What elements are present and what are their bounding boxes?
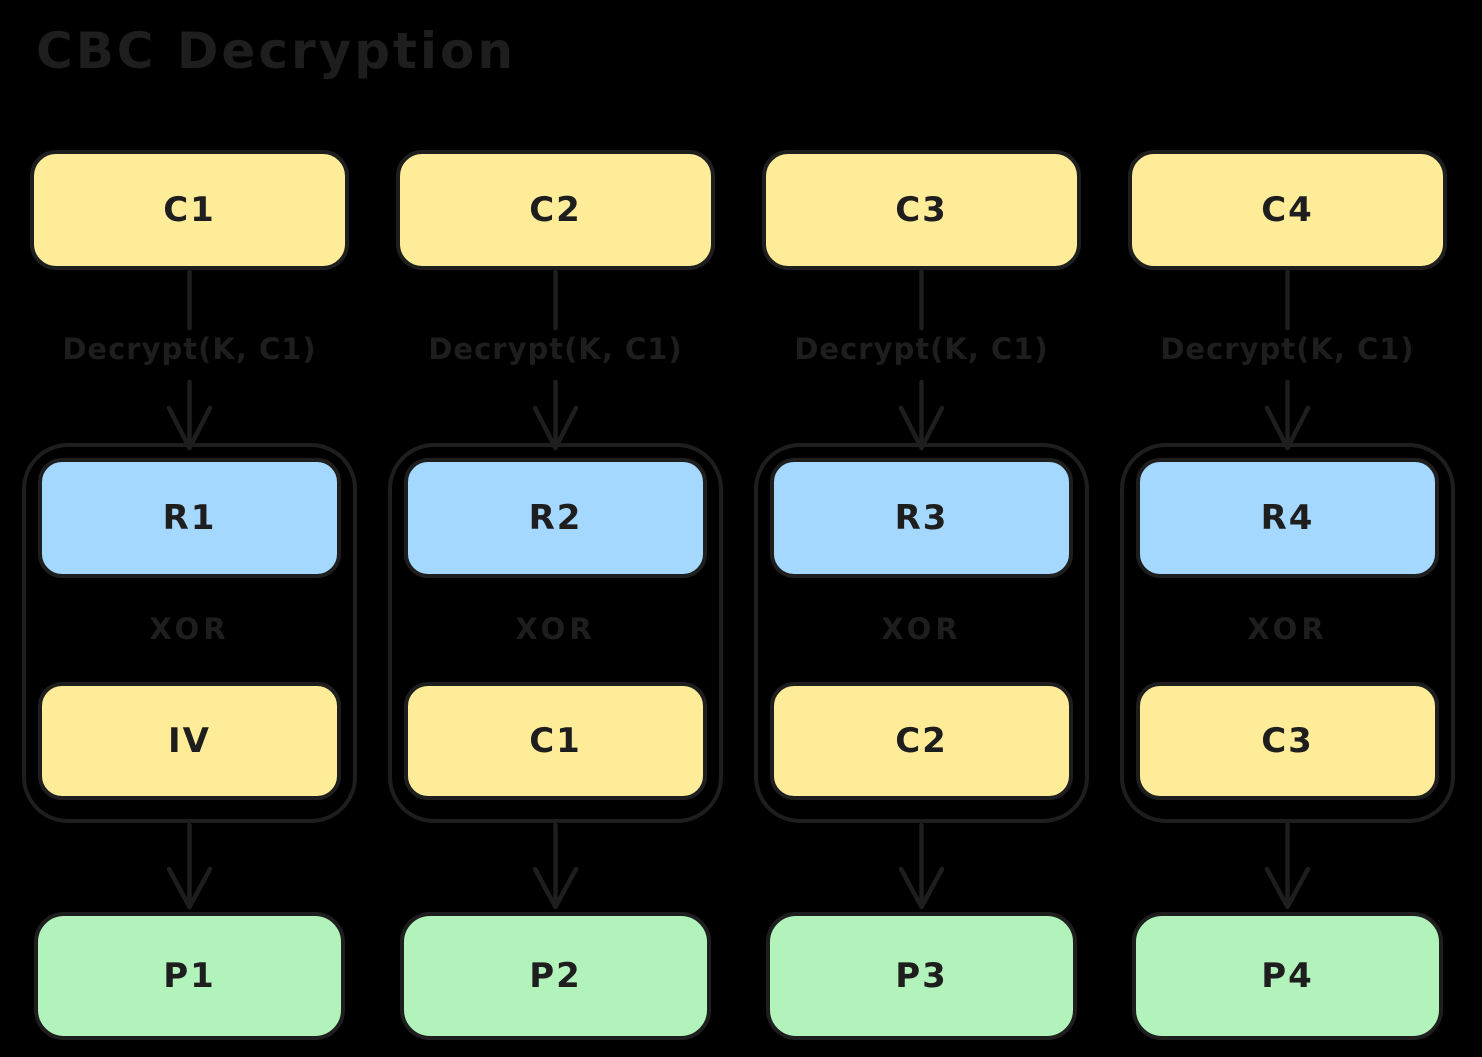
decrypt-arrow <box>532 270 579 451</box>
decrypt-result-box: R4 <box>1136 458 1439 578</box>
output-arrow <box>1264 823 1311 910</box>
decrypt-result-label: R1 <box>162 498 217 538</box>
xor-operand-box: C3 <box>1136 682 1439 800</box>
xor-operand-box: IV <box>38 682 341 800</box>
xor-operand-label: C3 <box>1261 721 1314 761</box>
ciphertext-box: C4 <box>1128 150 1447 270</box>
xor-group-box <box>388 443 723 823</box>
plaintext-label: P4 <box>1261 956 1314 996</box>
plaintext-label: P1 <box>163 956 216 996</box>
output-arrow <box>166 823 213 910</box>
plaintext-box: P2 <box>400 912 711 1040</box>
plaintext-label: P2 <box>529 956 582 996</box>
decrypt-result-box: R3 <box>770 458 1073 578</box>
ciphertext-label: C2 <box>529 190 582 230</box>
decrypt-result-box: R2 <box>404 458 707 578</box>
decrypt-call-label: Decrypt(K, C1) <box>794 332 1049 366</box>
xor-operand-label: IV <box>168 721 211 761</box>
xor-operator-label: XOR <box>1247 612 1328 646</box>
xor-operand-box: C1 <box>404 682 707 800</box>
ciphertext-label: C3 <box>895 190 948 230</box>
ciphertext-box: C2 <box>396 150 715 270</box>
decrypt-arrow <box>1264 270 1311 451</box>
decrypt-result-box: R1 <box>38 458 341 578</box>
decrypt-result-label: R4 <box>1260 498 1315 538</box>
xor-group-box <box>1120 443 1455 823</box>
ciphertext-label: C1 <box>163 190 216 230</box>
decrypt-arrow <box>166 270 213 451</box>
cbc-column-4: C4 Decrypt(K, C1) R4 XOR C3 P4 <box>1120 0 1455 1057</box>
ciphertext-label: C4 <box>1261 190 1314 230</box>
output-arrow <box>532 823 579 910</box>
decrypt-call-label: Decrypt(K, C1) <box>62 332 317 366</box>
ciphertext-box: C3 <box>762 150 1081 270</box>
cbc-column-1: C1 Decrypt(K, C1) R1 XOR IV P1 <box>22 0 357 1057</box>
output-arrow <box>898 823 945 910</box>
plaintext-box: P3 <box>766 912 1077 1040</box>
ciphertext-box: C1 <box>30 150 349 270</box>
decrypt-result-label: R3 <box>894 498 949 538</box>
cbc-column-3: C3 Decrypt(K, C1) R3 XOR C2 P3 <box>754 0 1089 1057</box>
xor-operand-box: C2 <box>770 682 1073 800</box>
xor-operator-label: XOR <box>515 612 596 646</box>
xor-group-box <box>754 443 1089 823</box>
decrypt-call-label: Decrypt(K, C1) <box>428 332 683 366</box>
xor-operand-label: C2 <box>895 721 948 761</box>
xor-operator-label: XOR <box>881 612 962 646</box>
xor-group-box <box>22 443 357 823</box>
plaintext-box: P4 <box>1132 912 1443 1040</box>
plaintext-label: P3 <box>895 956 948 996</box>
decrypt-arrow <box>898 270 945 451</box>
decrypt-call-label: Decrypt(K, C1) <box>1160 332 1415 366</box>
xor-operand-label: C1 <box>529 721 582 761</box>
decrypt-result-label: R2 <box>528 498 583 538</box>
xor-operator-label: XOR <box>149 612 230 646</box>
diagram-title: CBC Decryption <box>36 22 516 80</box>
plaintext-box: P1 <box>34 912 345 1040</box>
cbc-column-2: C2 Decrypt(K, C1) R2 XOR C1 P2 <box>388 0 723 1057</box>
